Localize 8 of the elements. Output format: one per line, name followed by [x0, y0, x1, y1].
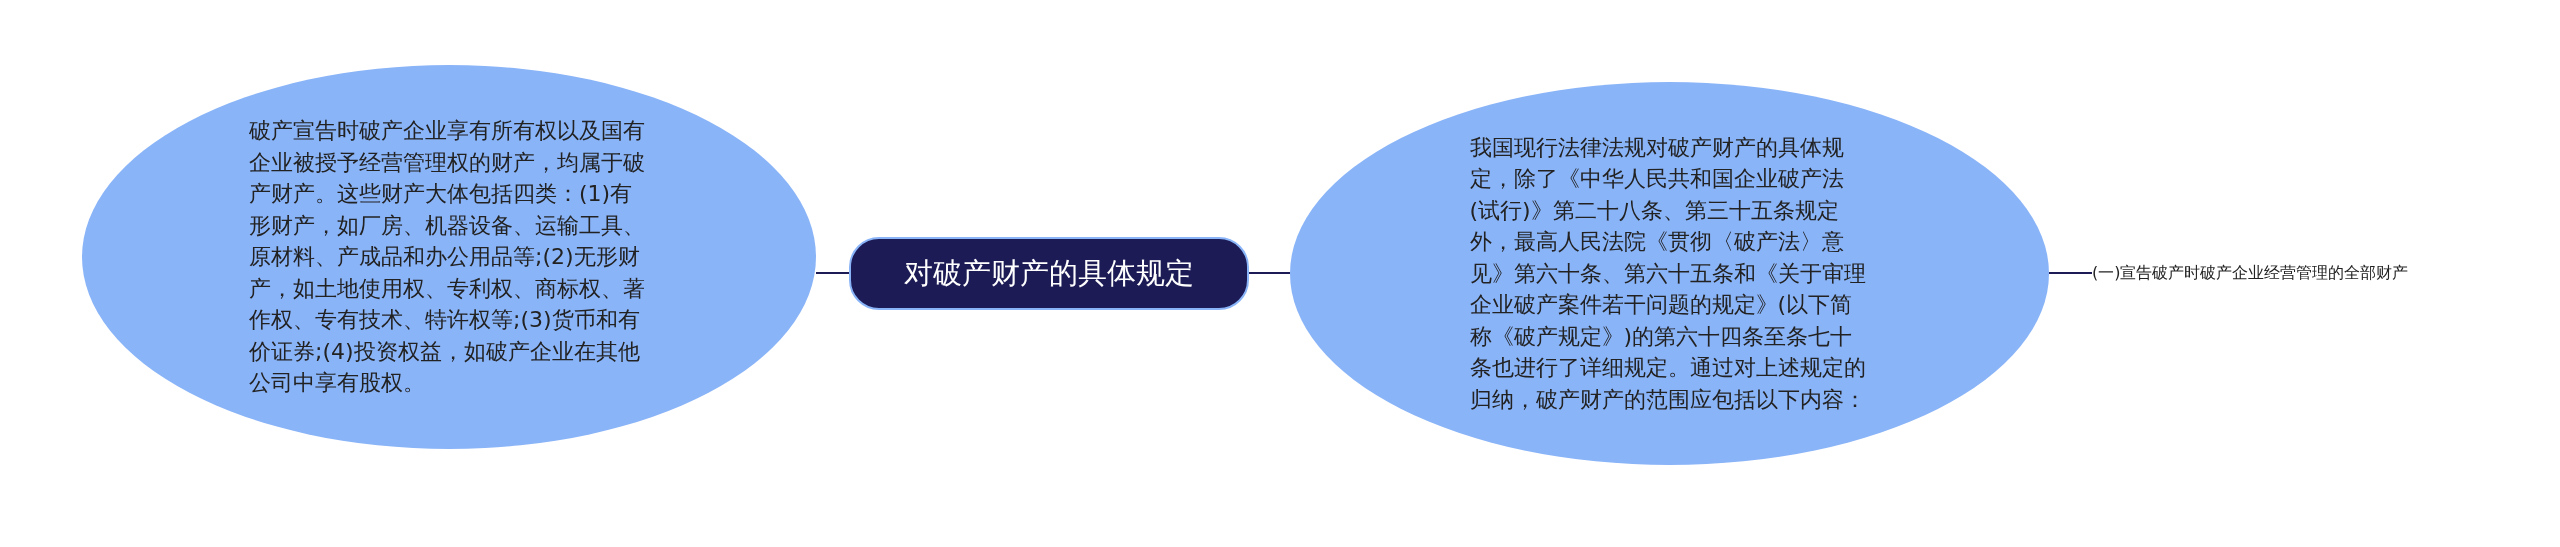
connector-line: [2048, 272, 2093, 274]
topic-label: (一)宣告破产时破产企业经营管理的全部财产: [2092, 262, 2409, 284]
topic-text: 破产宣告时破产企业享有所有权以及国有企业被授予经营管理权的财产，均属于破产财产。这些财产大体包括四类：(1)有形财产，如厂房、机器设备、运输工具、原材料、产成品和办公用品等;(2)无形财产，如土地使用权、专利权、商标权、著作权、专有技术、特许权等;(3)货币和有价证券;(4)投资权益，如破产企业在其他公司中享有股权。: [249, 117, 646, 398]
connector-line: [1248, 272, 1291, 274]
topic-text: 我国现行法律法规对破产财产的具体规定，除了《中华人民共和国企业破产法(试行)》第二十八条、第三十五条规定外，最高人民法院《贯彻〈破产法〉意见》第六十条、第六十五条和《关于审理企业破产案件若干问题的规定》(以下简称《破产规定》)的第六十四条至条七十条也进行了详细规定。通过对上述规定的归纳，破产财产的范围应包括以下内容：: [1469, 133, 1867, 414]
root-topic-box: [849, 237, 1249, 310]
root-topic-text: 对破产财产的具体规定: [904, 254, 1194, 292]
connector-line: [815, 272, 850, 274]
